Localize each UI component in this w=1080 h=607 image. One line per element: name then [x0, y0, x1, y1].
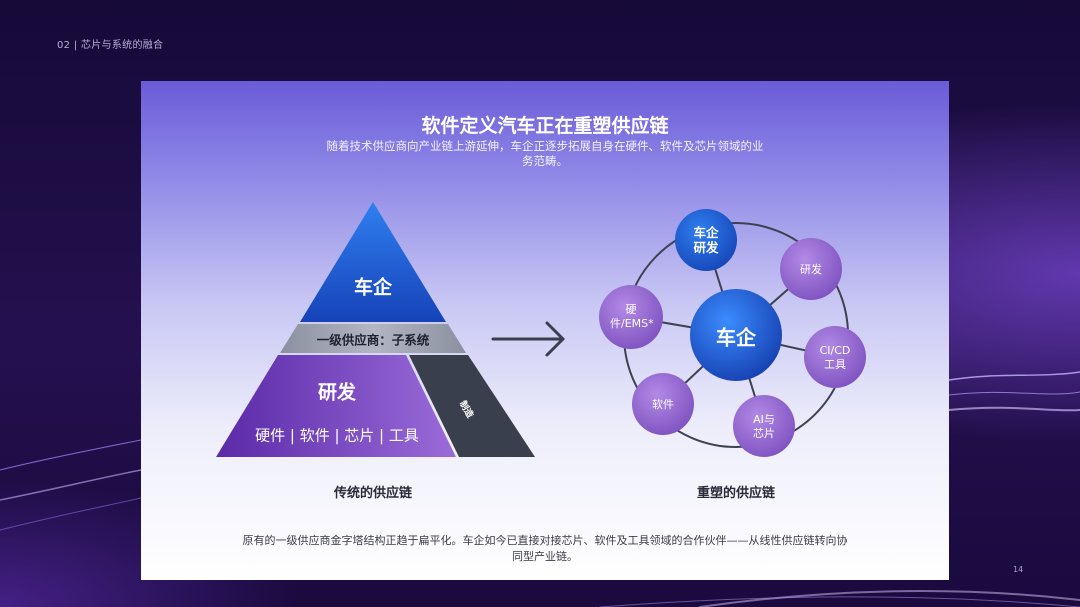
node-center-label: 车企 [716, 325, 756, 350]
slide-panel: 软件定义汽车正在重塑供应链 随着技术供应商向产业链上游延伸，车企正逐步拓展自身在… [141, 81, 949, 580]
node-rd [780, 238, 842, 300]
diagram-canvas [216, 202, 866, 457]
section-header: 02 | 芯片与系统的融合 [57, 40, 164, 51]
pyramid-middle-layer [280, 324, 466, 353]
pyramid-middle-label: 一级供应商：子系统 [316, 332, 430, 348]
node-oem-rd-label: 车企研发 [693, 225, 719, 255]
slide-title: 软件定义汽车正在重塑供应链 [421, 115, 669, 137]
pyramid-bottom-main-label: 研发 [317, 381, 357, 404]
page-number: 14 [1013, 565, 1024, 574]
pyramid-top-layer [300, 202, 446, 322]
node-cicd [804, 326, 866, 388]
node-cicd-label: CI/CD工具 [819, 344, 851, 371]
arrow-right-icon [491, 321, 565, 357]
pyramid-bottom-layer [216, 355, 456, 457]
slide-footnote: 原有的一级供应商金字塔结构正趋于扁平化。车企如今已直接对接芯片、软件及工具领域的… [242, 534, 848, 563]
node-center-oem [690, 289, 782, 381]
node-ai-chip [733, 395, 795, 457]
node-oem-rd [675, 209, 737, 271]
pyramid-bottom-sub-label: 硬件 | 软件 | 芯片 | 工具 [255, 426, 419, 445]
node-rd-label: 研发 [800, 263, 822, 276]
node-hardware-ems [599, 285, 663, 349]
pyramid-top-label: 车企 [353, 276, 393, 299]
node-software-label: 软件 [652, 398, 674, 411]
pyramid-side-layer [409, 355, 535, 457]
node-ai-chip-label: AI与芯片 [753, 413, 775, 440]
network-caption: 重塑的供应链 [696, 486, 776, 501]
slide-subtitle: 随着技术供应商向产业链上游延伸，车企正逐步拓展自身在硬件、软件及芯片领域的业务范… [326, 139, 764, 168]
node-hardware-label: 硬件/EMS* [610, 303, 654, 330]
node-software [632, 373, 694, 435]
pyramid-caption: 传统的供应链 [333, 486, 413, 501]
